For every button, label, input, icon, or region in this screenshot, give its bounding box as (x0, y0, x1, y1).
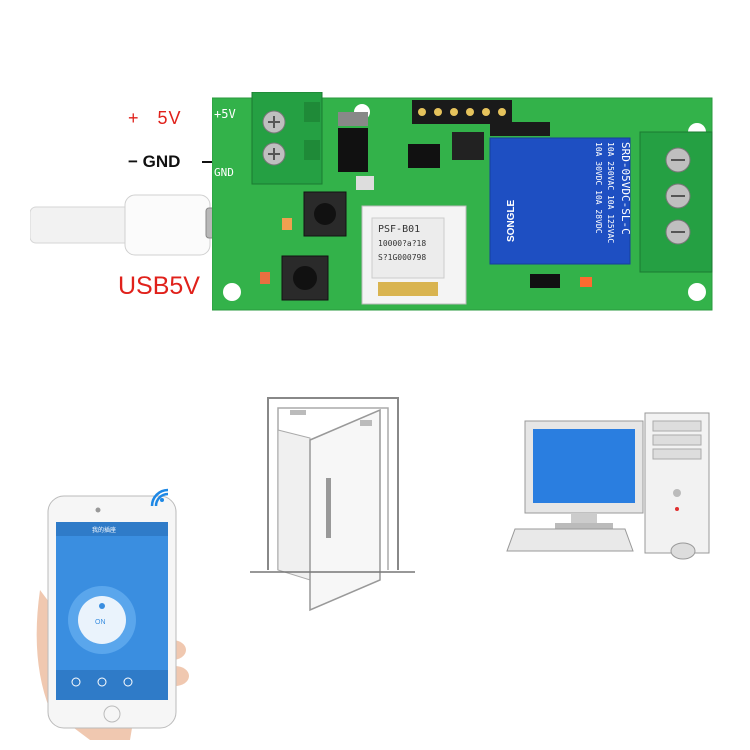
label-5v-text: 5V (157, 108, 182, 128)
phone-app: 我的插座 ON (36, 495, 189, 740)
relay-rating-2: 10A 30VDC 10A 28VDC (594, 142, 603, 234)
relay-pcb: +5V GND PSF-B01 10000?a?18 S?1G000798 SR… (212, 92, 713, 311)
module-text-3: S?1G000798 (378, 253, 426, 262)
door-icon (250, 397, 415, 612)
computer-icon (506, 412, 710, 560)
silk-5v: +5V (214, 107, 236, 121)
silk-gnd: GND (214, 166, 234, 179)
on-label: ON (95, 619, 106, 626)
label-usb5v: USB5V (118, 272, 200, 300)
relay-model: SRD-05VDC-SL-C (619, 142, 632, 235)
relay-rating-1: 10A 250VAC 10A 125VAC (606, 142, 615, 243)
relay-brand: SONGLE (506, 199, 517, 242)
module-text-2: 10000?a?18 (378, 239, 426, 248)
wifi-icon (150, 488, 169, 507)
app-title: 我的插座 (92, 526, 116, 534)
module-text-1: PSF-B01 (378, 224, 420, 235)
label-gnd: − GND (128, 152, 181, 171)
plus-sign: + (128, 108, 140, 128)
label-5v: +5V (128, 108, 182, 129)
power-button-icon (78, 596, 126, 644)
